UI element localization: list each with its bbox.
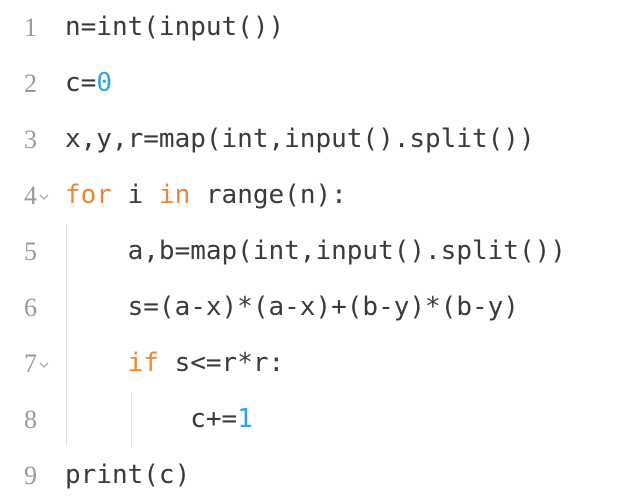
keyword: in	[158, 180, 191, 210]
code-text[interactable]: print(c)	[65, 460, 191, 490]
code-text[interactable]: a,b=map(int,input().split())	[65, 236, 566, 266]
code-text[interactable]: c+=1	[65, 404, 253, 434]
code-line-3[interactable]: 3 x,y,r=map(int,input().split())	[0, 112, 622, 168]
line-number: 2	[24, 69, 37, 98]
line-number: 7	[24, 349, 37, 378]
code-line-7[interactable]: 7 if s<=r*r:	[0, 336, 622, 392]
code-text[interactable]: if s<=r*r:	[127, 348, 285, 378]
code-line-4[interactable]: 4 for i in range(n):	[0, 168, 622, 224]
keyword: for	[65, 180, 112, 210]
line-number: 6	[24, 293, 37, 322]
keyword: if	[127, 348, 159, 378]
code-line-1[interactable]: 1 n=int(input())	[0, 0, 622, 56]
code-line-2[interactable]: 2 c=0	[0, 56, 622, 112]
code-line-6[interactable]: 6 s=(a-x)*(a-x)+(b-y)*(b-y)	[0, 280, 622, 336]
code-text[interactable]: for i in range(n):	[65, 180, 347, 210]
line-number: 8	[24, 405, 37, 434]
chevron-down-icon[interactable]	[39, 193, 51, 203]
number-literal: 1	[237, 404, 253, 434]
line-number: 4	[24, 181, 37, 210]
number-literal: 0	[96, 68, 112, 98]
code-line-8[interactable]: 8 c+=1	[0, 392, 622, 448]
line-number: 5	[24, 237, 37, 266]
line-number: 3	[24, 125, 37, 154]
code-text[interactable]: n=int(input())	[65, 12, 285, 42]
code-line-5[interactable]: 5 a,b=map(int,input().split())	[0, 224, 622, 280]
indent-guide-2	[131, 392, 132, 446]
code-text[interactable]: c=0	[65, 68, 112, 98]
line-number: 9	[24, 461, 37, 490]
code-text[interactable]: s=(a-x)*(a-x)+(b-y)*(b-y)	[65, 292, 519, 322]
code-text[interactable]: x,y,r=map(int,input().split())	[65, 124, 535, 154]
code-line-9[interactable]: 9 print(c)	[0, 448, 622, 504]
chevron-down-icon[interactable]	[39, 361, 51, 371]
line-number: 1	[24, 13, 37, 42]
indent-guide-1	[66, 224, 67, 446]
